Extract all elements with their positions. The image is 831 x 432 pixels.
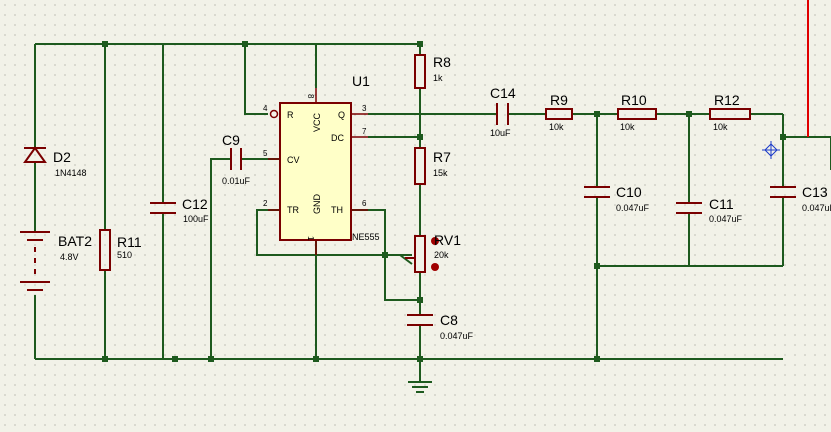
u1-pin-vcc-label: VCC	[312, 112, 322, 132]
resistor-r11[interactable]: R11 510	[99, 229, 142, 271]
u1-pin2-number: 2	[263, 199, 268, 208]
capacitor-c11[interactable]: C11 0.047uF	[676, 196, 743, 224]
c9-value: 0.01uF	[222, 176, 251, 186]
resistor-r12[interactable]: R12 10k	[709, 92, 751, 132]
capacitor-c12[interactable]: C12 100uF	[150, 196, 209, 224]
rv1-ref: RV1	[434, 232, 461, 248]
r9-ref: R9	[550, 92, 568, 108]
c14-value: 10uF	[490, 128, 511, 138]
u1-pin-q-label: Q	[338, 110, 345, 120]
resistor-r8[interactable]: R8 1k	[414, 54, 451, 89]
c9-ref: C9	[222, 132, 240, 148]
diode-d2[interactable]: D2 1N4148	[23, 146, 87, 178]
r12-value: 10k	[713, 122, 728, 132]
u1-pin5-number: 5	[263, 149, 268, 158]
c13-value: 0.047uF	[802, 203, 831, 213]
u1-reset-bubble	[269, 109, 279, 119]
bat2-ref: BAT2	[58, 233, 92, 249]
junctions	[102, 41, 786, 362]
c12-ref: C12	[182, 196, 208, 212]
capacitor-c8[interactable]: C8 0.047uF	[407, 312, 474, 341]
u1-pin-gnd-label: GND	[312, 194, 322, 215]
ground-symbol	[408, 381, 432, 393]
crosshair-marker-icon[interactable]	[762, 141, 780, 159]
r12-ref: R12	[714, 92, 740, 108]
u1-pin-th-label: TH	[331, 205, 343, 215]
u1-pin7-number: 7	[362, 127, 367, 136]
resistor-r9[interactable]: R9 10k	[545, 92, 573, 132]
u1-pin8-number: 8	[306, 94, 315, 99]
c8-value: 0.047uF	[440, 331, 474, 341]
u1-body	[279, 102, 352, 241]
u1-pin-r-label: R	[287, 110, 294, 120]
c8-ref: C8	[440, 312, 458, 328]
c11-value: 0.047uF	[709, 214, 743, 224]
r11-value: 510	[117, 250, 132, 260]
u1-pin1-number: 1	[306, 236, 315, 241]
u1-pin4-number: 4	[263, 104, 268, 113]
u1-pin3-number: 3	[362, 104, 367, 113]
r9-value: 10k	[549, 122, 564, 132]
u1-pin-cv-label: CV	[287, 155, 300, 165]
u1-pin-dc-label: DC	[331, 133, 344, 143]
c11-ref: C11	[709, 196, 734, 212]
r8-value: 1k	[433, 73, 443, 83]
r7-ref: R7	[433, 149, 451, 165]
d2-value: 1N4148	[55, 168, 87, 178]
c10-ref: C10	[616, 184, 642, 200]
resistor-r7[interactable]: R7 15k	[414, 147, 451, 185]
d2-ref: D2	[53, 149, 71, 165]
resistor-r10[interactable]: R10 10k	[617, 92, 657, 132]
r7-value: 15k	[433, 168, 448, 178]
u1-ref: U1	[352, 73, 370, 89]
r10-value: 10k	[620, 122, 635, 132]
wires	[34, 43, 831, 382]
r11-ref: R11	[117, 234, 142, 250]
bat2-value: 4.8V	[60, 252, 79, 262]
c10-value: 0.047uF	[616, 203, 650, 213]
c14-ref: C14	[490, 85, 516, 101]
potentiometer-rv1[interactable]: RV1 20k	[405, 232, 461, 273]
u1-pin6-number: 6	[362, 199, 367, 208]
u1-value: NE555	[352, 232, 380, 242]
r10-ref: R10	[621, 92, 647, 108]
c13-ref: C13	[802, 184, 828, 200]
capacitor-c13[interactable]: C13 0.047uF	[770, 184, 831, 213]
rv1-increase-handle[interactable]	[431, 237, 439, 245]
c12-value: 100uF	[183, 214, 209, 224]
rv1-decrease-handle[interactable]	[431, 263, 439, 271]
ic-u1-ne555[interactable]: U1 NE555 R Q DC CV TR TH VCC GND 4 8 3 7…	[263, 73, 380, 255]
capacitor-c10[interactable]: C10 0.047uF	[584, 184, 650, 213]
capacitor-c14[interactable]: C14 10uF	[490, 85, 516, 138]
r8-ref: R8	[433, 54, 451, 70]
battery-bat2[interactable]: BAT2 4.8V	[20, 231, 92, 291]
rv1-value: 20k	[434, 250, 449, 260]
capacitor-c9[interactable]: C9 0.01uF	[222, 132, 251, 186]
u1-pin-tr-label: TR	[287, 205, 299, 215]
